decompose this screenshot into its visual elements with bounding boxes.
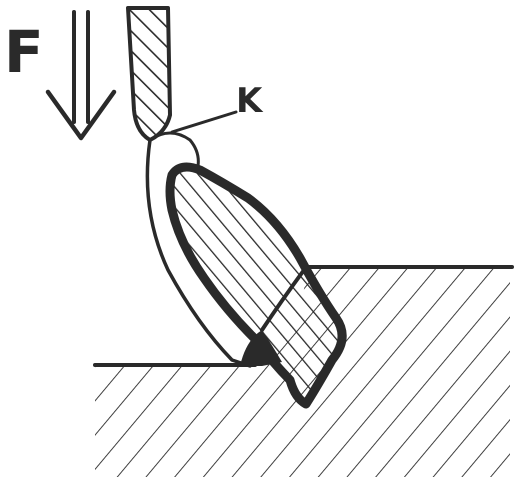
chip <box>165 162 347 409</box>
force-arrow <box>45 10 117 141</box>
k-leader-line <box>170 110 238 134</box>
outer-contour <box>145 131 252 368</box>
point-label-k: K <box>236 81 264 121</box>
tool <box>126 6 172 142</box>
force-label: F <box>4 18 44 86</box>
